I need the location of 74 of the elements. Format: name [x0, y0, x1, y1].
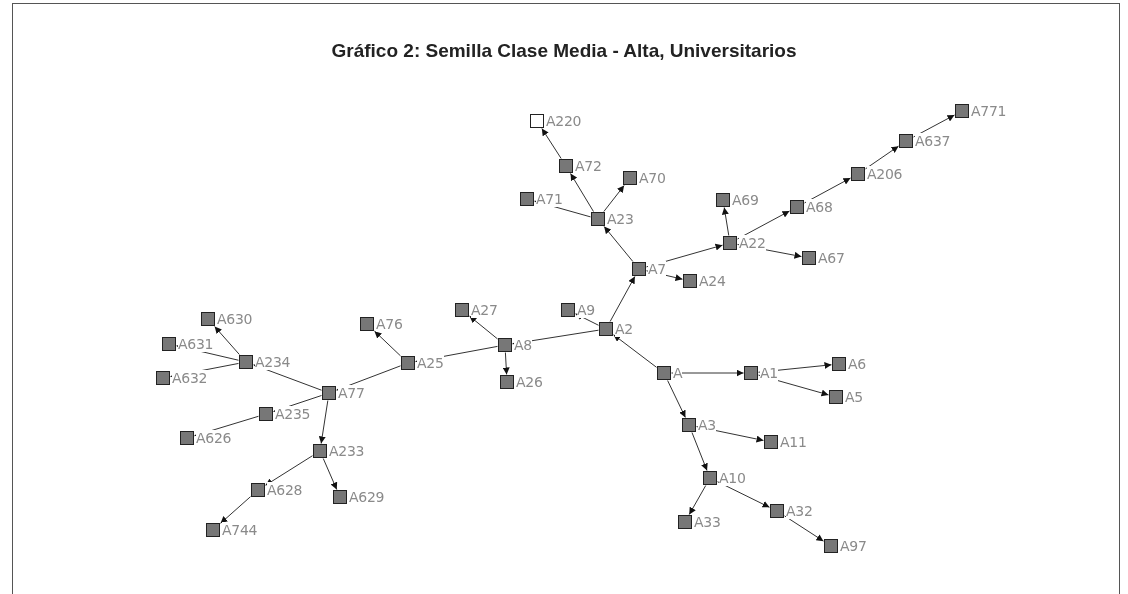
node-label: A76 — [376, 316, 403, 332]
node-label: A25 — [417, 355, 444, 371]
node-label: A629 — [349, 489, 385, 505]
arrow — [541, 128, 562, 159]
node-label: A6 — [848, 356, 866, 372]
arrow — [688, 485, 707, 515]
node-label: A628 — [267, 482, 303, 498]
arrow — [717, 481, 770, 508]
node-label: A22 — [739, 235, 766, 251]
arrow — [322, 458, 338, 490]
node-label: A10 — [719, 470, 746, 486]
arrow — [758, 374, 829, 397]
node-label: A632 — [172, 370, 208, 386]
node-label: A631 — [178, 336, 214, 352]
node-label: A220 — [546, 113, 582, 129]
node-label: A67 — [818, 250, 845, 266]
node-label: A72 — [575, 158, 602, 174]
chart-title: Gráfico 2: Semilla Clase Media - Alta, Universitarios — [330, 40, 798, 62]
node-label: A71 — [536, 191, 563, 207]
node-label: A7 — [648, 261, 666, 277]
node-label: A630 — [217, 311, 253, 327]
node-label: A27 — [471, 302, 498, 318]
node-label: A32 — [786, 503, 813, 519]
node-label: A8 — [514, 337, 532, 353]
node-label: A33 — [694, 514, 721, 530]
node-label: A235 — [275, 406, 311, 422]
node-label: A206 — [867, 166, 903, 182]
arrow — [646, 270, 683, 282]
arrow — [318, 400, 329, 444]
node-label: A — [673, 365, 683, 381]
node-label: A26 — [516, 374, 543, 390]
node-label: A3 — [698, 417, 716, 433]
node-label: A744 — [222, 522, 258, 538]
arrow — [737, 210, 790, 240]
arrow — [804, 177, 851, 204]
node-label: A97 — [840, 538, 867, 554]
arrow — [265, 455, 313, 486]
arrow — [512, 329, 599, 347]
node-label: A2 — [615, 321, 633, 337]
node-label: A23 — [607, 211, 634, 227]
arrow — [913, 114, 955, 138]
node-label: A5 — [845, 389, 863, 405]
arrow — [374, 330, 401, 357]
node-label: A1 — [760, 365, 778, 381]
arrow — [575, 313, 599, 326]
arrow — [691, 432, 708, 471]
node-label: A233 — [329, 443, 365, 459]
node-label: A234 — [255, 354, 291, 370]
node-label: A11 — [780, 434, 807, 450]
arrow — [758, 362, 832, 373]
arrow — [865, 145, 899, 170]
arrow — [646, 243, 723, 268]
node-label: A77 — [338, 385, 365, 401]
arrow — [784, 515, 824, 542]
arrow — [671, 369, 744, 377]
node-label: A9 — [577, 302, 595, 318]
arrow — [603, 226, 634, 262]
node-label: A24 — [699, 273, 726, 289]
arrow — [721, 207, 730, 236]
arrow — [603, 185, 625, 212]
arrow — [609, 276, 636, 322]
arrow — [214, 326, 240, 355]
node-label: A70 — [639, 170, 666, 186]
node-label: A68 — [806, 199, 833, 215]
arrow — [220, 496, 251, 524]
arrow — [570, 173, 594, 212]
node-label: A626 — [196, 430, 232, 446]
arrow — [502, 352, 510, 375]
node-label: A771 — [971, 103, 1007, 119]
node-label: A69 — [732, 192, 759, 208]
arrow — [667, 380, 686, 418]
node-label: A637 — [915, 133, 951, 149]
arrow — [613, 334, 657, 368]
arrow — [469, 315, 498, 340]
